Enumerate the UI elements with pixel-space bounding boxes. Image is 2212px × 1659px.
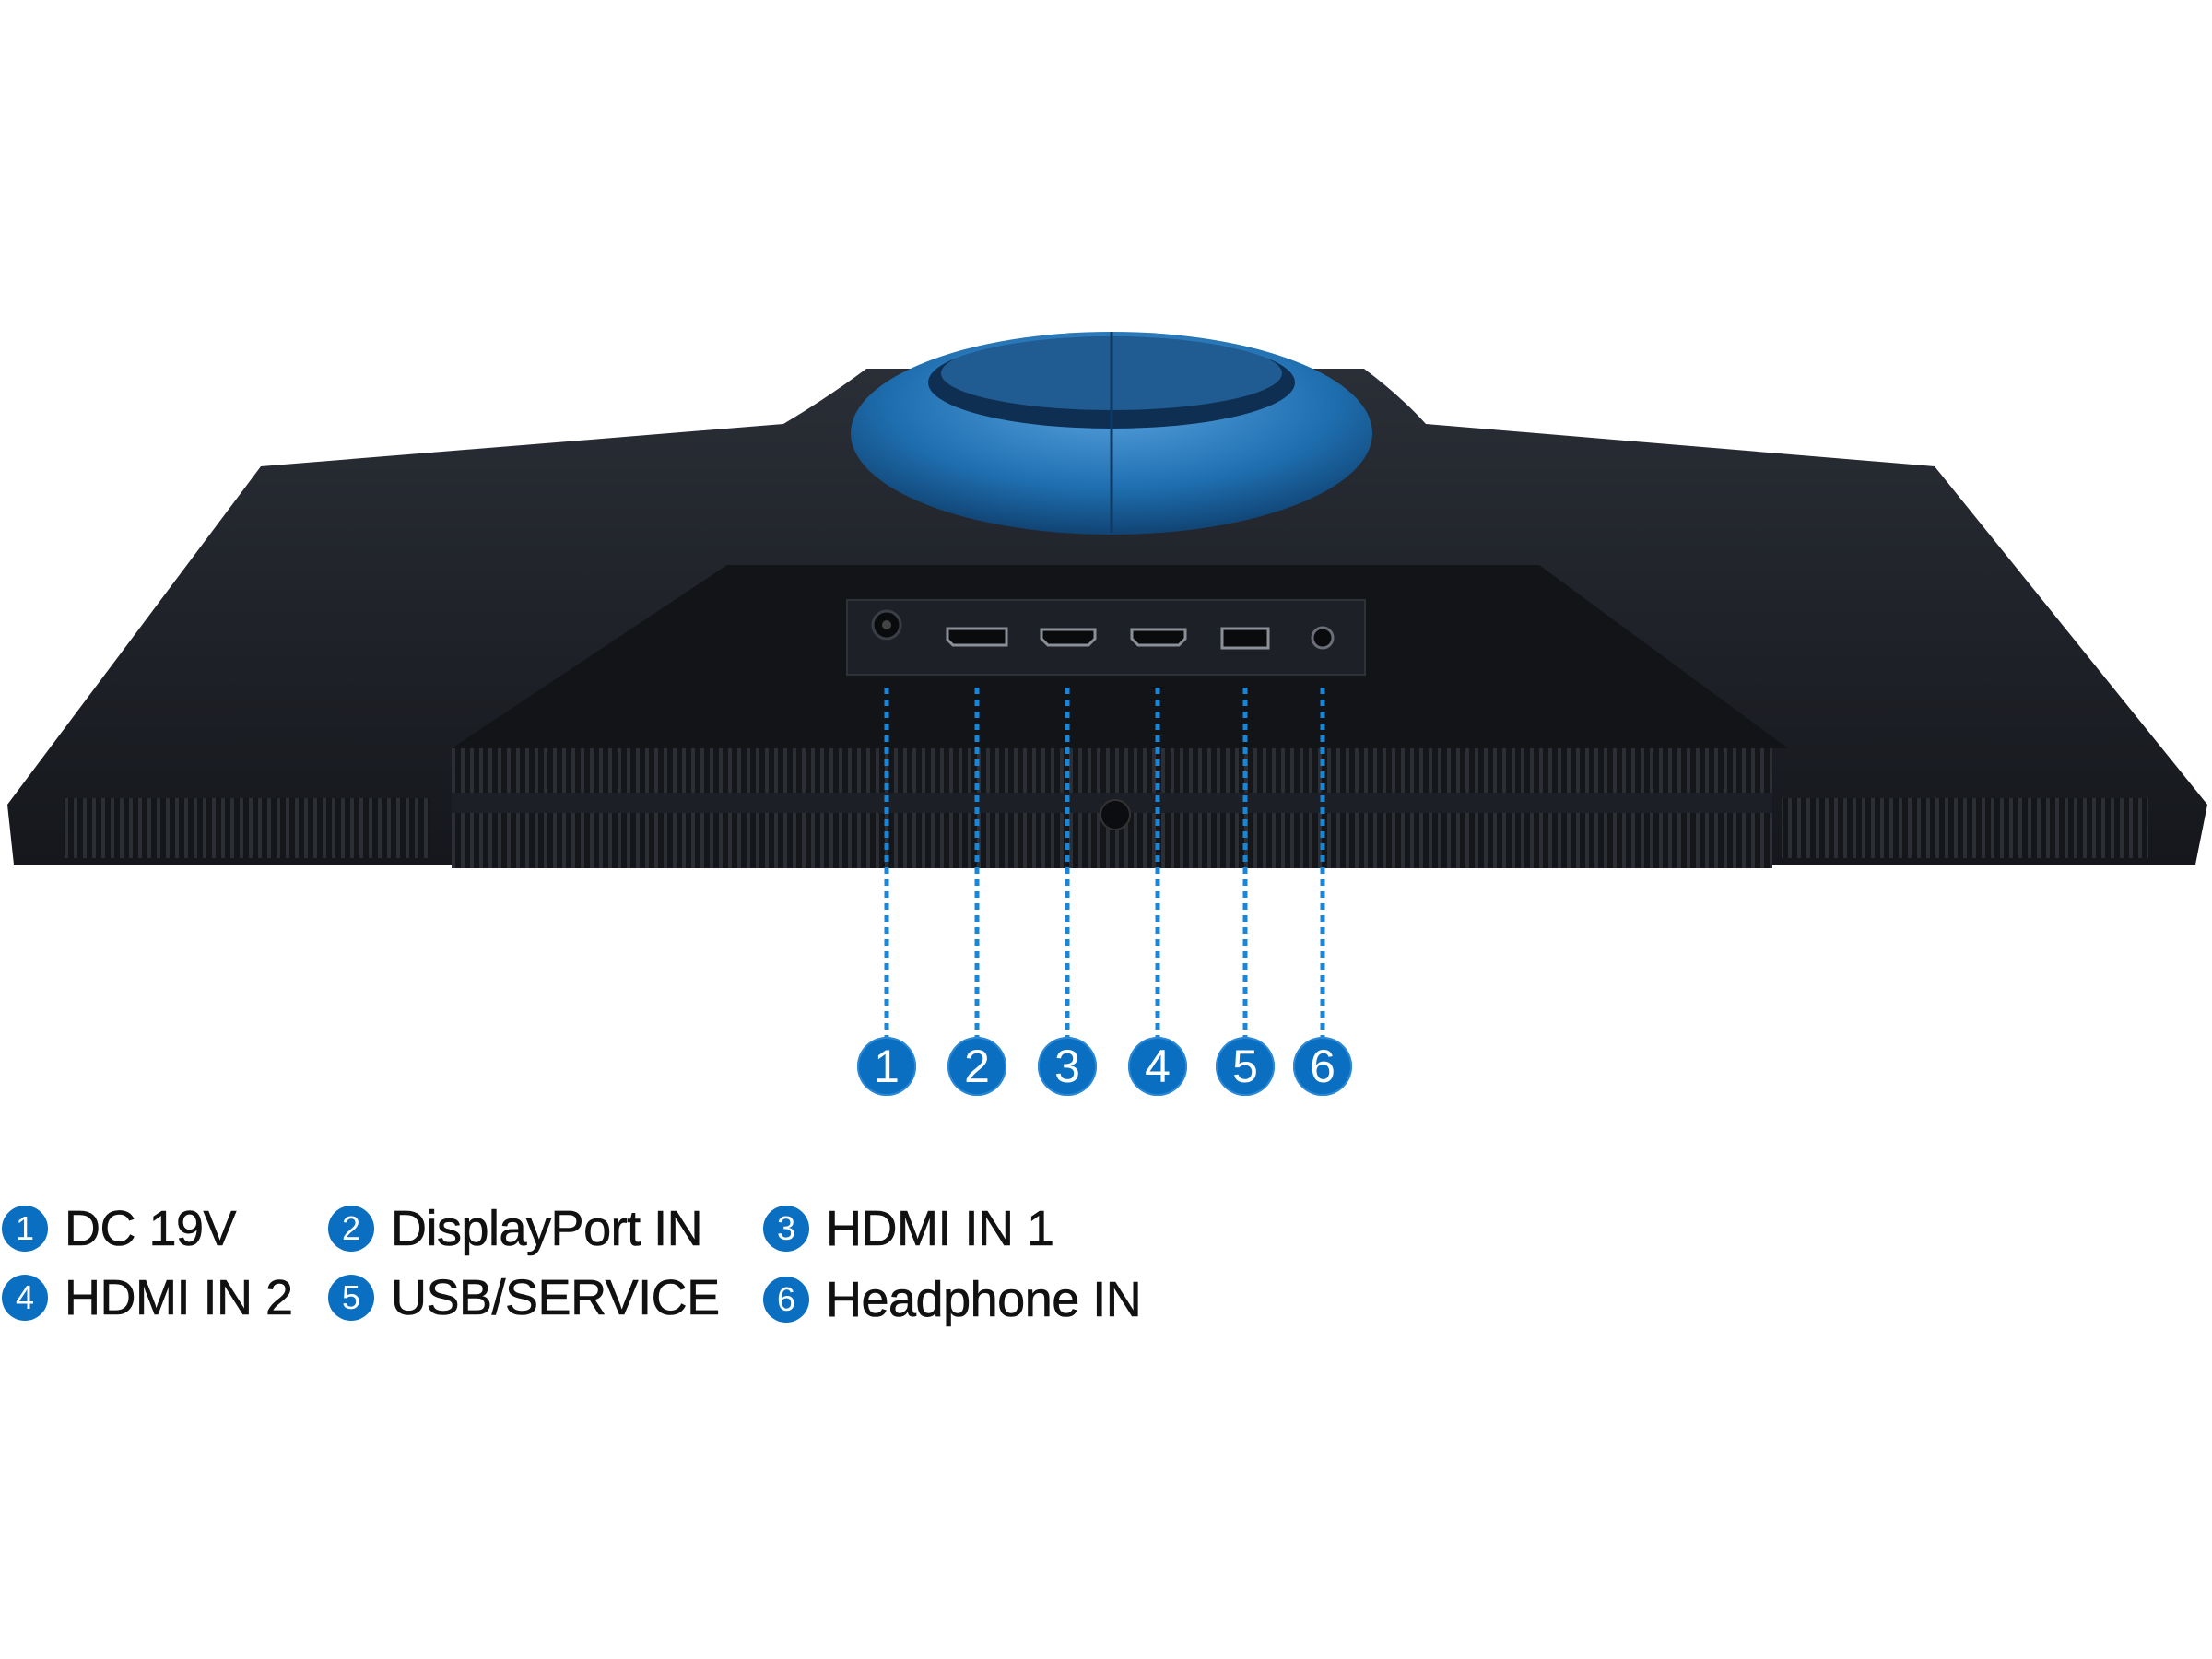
legend-badge: 3 — [763, 1206, 809, 1252]
legend-item: 5 USB/SERVICE — [328, 1269, 720, 1326]
legend-label: Headphone IN — [826, 1272, 1142, 1328]
legend-item: 6 Headphone IN — [763, 1271, 1142, 1328]
port-plate — [846, 599, 1366, 676]
legend-label: USB/SERVICE — [391, 1270, 721, 1326]
legend-item: 1 DC 19V — [2, 1200, 237, 1257]
legend-label: HDMI IN 2 — [65, 1270, 294, 1326]
legend-badge: 4 — [2, 1275, 48, 1321]
legend-label: DC 19V — [65, 1201, 237, 1257]
legend-label: HDMI IN 1 — [826, 1201, 1055, 1257]
callout-4: 4 — [1128, 1037, 1187, 1096]
legend-item: 4 HDMI IN 2 — [2, 1269, 293, 1326]
legend-badge: 5 — [328, 1275, 374, 1321]
callout-5: 5 — [1216, 1037, 1275, 1096]
legend-badge: 6 — [763, 1277, 809, 1323]
legend-label: DisplayPort IN — [391, 1201, 703, 1257]
callout-1: 1 — [857, 1037, 916, 1096]
right-side-vent — [1782, 798, 2148, 858]
dc-power-port-icon — [871, 609, 902, 641]
callout-6: 6 — [1293, 1037, 1352, 1096]
callout-3: 3 — [1038, 1037, 1097, 1096]
displayport-icon — [946, 627, 1008, 647]
legend-badge: 2 — [328, 1206, 374, 1252]
legend-badge: 1 — [2, 1206, 48, 1252]
hdmi-port-1-icon — [1040, 628, 1097, 647]
usb-port-icon — [1220, 627, 1270, 650]
stand-ring — [851, 332, 1372, 535]
hdmi-port-2-icon — [1130, 628, 1187, 647]
left-side-vent — [64, 798, 430, 858]
callout-2: 2 — [947, 1037, 1006, 1096]
callout-lines — [884, 688, 1325, 1038]
headphone-jack-icon — [1311, 626, 1335, 650]
legend-item: 3 HDMI IN 1 — [763, 1200, 1054, 1257]
bottom-screw-icon — [1100, 799, 1131, 830]
legend-item: 2 DisplayPort IN — [328, 1200, 703, 1257]
